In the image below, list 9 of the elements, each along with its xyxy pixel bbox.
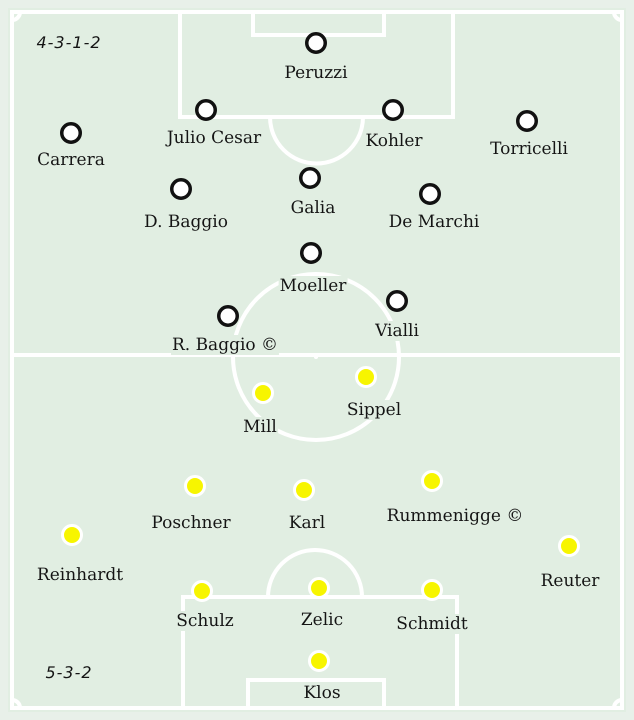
player-name: Julio Cesar <box>166 128 262 148</box>
player-name: Schmidt <box>395 614 469 634</box>
player-name: R. Baggio © <box>170 335 280 355</box>
player-name: Schulz <box>175 611 235 631</box>
player-name: D. Baggio <box>143 212 229 232</box>
player-name: Vialli <box>374 321 420 341</box>
formation-label: 5-3-2 <box>45 664 93 682</box>
player-name: Sippel <box>346 400 402 420</box>
formation-label: 4-3-1-2 <box>36 34 102 52</box>
